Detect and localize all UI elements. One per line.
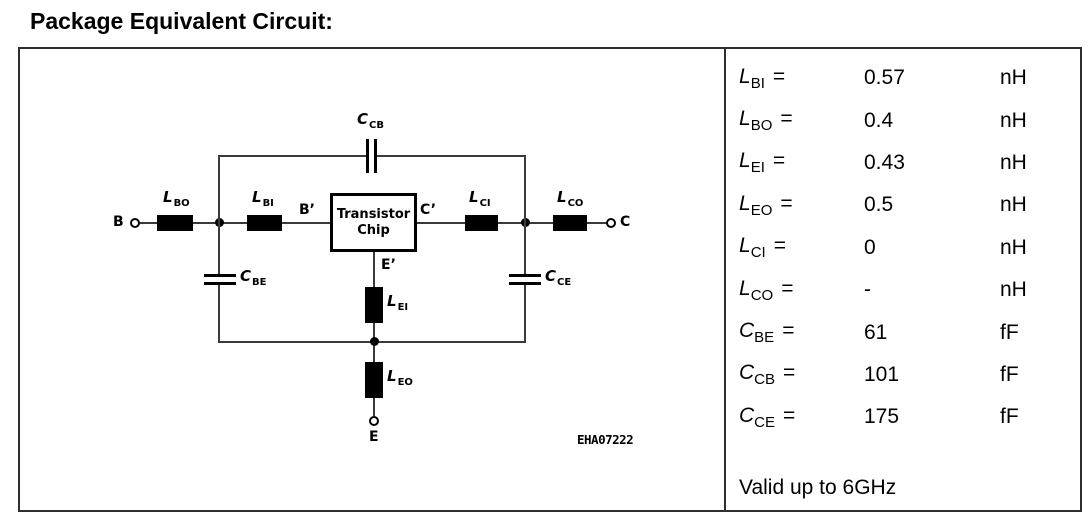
terminal-c-label: C — [620, 214, 631, 230]
inductor-leo-label: LEO — [387, 367, 413, 388]
node-c-prime-label: C’ — [420, 202, 437, 218]
inductor-lbo-label: LBO — [163, 188, 190, 209]
param-unit: nH — [1000, 66, 1027, 90]
param-row-cbe: CBE= 61 fF — [739, 311, 1074, 353]
param-value: 101 — [864, 362, 900, 386]
param-value: 175 — [864, 405, 900, 429]
wire-right-shunt-lower — [524, 285, 526, 342]
inductor-lbi-label: LBI — [252, 188, 274, 209]
capacitor-cce-label: CCE — [545, 267, 572, 288]
wire-left-shunt-upper — [218, 156, 220, 274]
capacitor-cbe-label: CBE — [240, 267, 267, 288]
param-symbol: LEO= — [739, 191, 793, 219]
inductor-leo-body — [365, 362, 383, 398]
param-symbol: LEI= — [739, 149, 786, 177]
capacitor-ccb-plate-left — [366, 139, 369, 173]
param-symbol: LCI= — [739, 234, 786, 262]
inductor-lbi-body — [247, 215, 282, 231]
transistor-chip-label-line1: Transistor — [336, 206, 411, 222]
param-symbol: LCO= — [739, 276, 794, 304]
wire-right-shunt-upper — [524, 156, 526, 274]
param-value: 61 — [864, 320, 888, 344]
capacitor-cce-plate-bottom — [509, 282, 541, 285]
param-symbol: CCE= — [739, 403, 796, 431]
capacitor-cce-plate-top — [509, 274, 541, 277]
param-value: 0.4 — [864, 108, 894, 132]
wire-chip-to-lci — [417, 222, 465, 224]
param-symbol: CBE= — [739, 318, 795, 347]
param-value: 0.57 — [864, 66, 905, 90]
param-row-lci: LCI= 0 nH — [739, 227, 1074, 269]
wire-chip-to-lei — [373, 252, 375, 287]
wire-top-rail-right — [377, 155, 526, 157]
param-row-leo: LEO= 0.5 nH — [739, 184, 1074, 226]
param-value: - — [864, 278, 871, 302]
param-row-lei: LEI= 0.43 nH — [739, 142, 1074, 184]
figure-frame — [18, 47, 1082, 512]
param-unit: fF — [1000, 320, 1019, 344]
wire-top-rail-left — [218, 155, 366, 157]
junction-dot-emitter — [370, 337, 379, 346]
transistor-chip-label-line2: Chip — [357, 222, 390, 238]
param-value: 0.5 — [864, 193, 894, 217]
param-value: 0.43 — [864, 150, 905, 174]
panel-divider — [724, 47, 726, 512]
transistor-chip-box: Transistor Chip — [330, 193, 417, 252]
capacitor-cbe-plate-top — [204, 274, 236, 277]
param-unit: fF — [1000, 405, 1019, 429]
capacitor-cbe-plate-bottom — [204, 282, 236, 285]
page-title: Package Equivalent Circuit: — [30, 8, 333, 34]
param-symbol: LBO= — [739, 106, 793, 135]
wire-lbi-to-chip — [282, 222, 330, 224]
capacitor-ccb-plate-right — [374, 139, 377, 173]
inductor-lei-body — [365, 287, 383, 323]
param-symbol: LBI= — [739, 64, 786, 92]
param-row-lbi: LBI= 0.57 nH — [739, 57, 1074, 99]
node-e-prime-label: E’ — [381, 257, 396, 273]
param-value: 0 — [864, 235, 876, 259]
terminal-b-label: B — [113, 214, 124, 230]
inductor-lci-body — [465, 215, 498, 231]
wire-left-shunt-lower — [218, 285, 220, 342]
terminal-e-circle — [369, 416, 379, 426]
wire-lco-to-c — [587, 222, 607, 224]
node-b-prime-label: B’ — [299, 202, 315, 218]
wire-leo-to-e — [373, 398, 375, 416]
parameter-table: LBI= 0.57 nH LBO= 0.4 nH LEI= 0.43 nH LE… — [739, 57, 1074, 439]
terminal-c-circle — [606, 218, 616, 228]
terminal-b-circle — [130, 218, 140, 228]
param-unit: fF — [1000, 362, 1019, 386]
param-unit: nH — [1000, 235, 1027, 259]
param-unit: nH — [1000, 150, 1027, 174]
inductor-lco-label: LCO — [557, 188, 584, 209]
wire-b-to-lbo — [140, 222, 157, 224]
inductor-lbo-body — [157, 215, 193, 231]
capacitor-ccb-label: CCB — [357, 110, 384, 131]
param-row-lbo: LBO= 0.4 nH — [739, 99, 1074, 141]
inductor-lci-label: LCI — [469, 188, 491, 209]
inductor-lco-body — [553, 215, 587, 231]
param-unit: nH — [1000, 193, 1027, 217]
param-symbol: CCB= — [739, 361, 796, 389]
figure-code: EHA07222 — [577, 432, 634, 447]
validity-note: Valid up to 6GHz — [739, 476, 897, 499]
param-row-ccb: CCB= 101 fF — [739, 354, 1074, 396]
inductor-lei-label: LEI — [387, 292, 409, 313]
terminal-e-label: E — [369, 429, 379, 445]
param-row-cce: CCE= 175 fF — [739, 396, 1074, 438]
param-unit: nH — [1000, 108, 1027, 132]
param-row-lco: LCO= - nH — [739, 269, 1074, 311]
param-unit: nH — [1000, 278, 1027, 302]
